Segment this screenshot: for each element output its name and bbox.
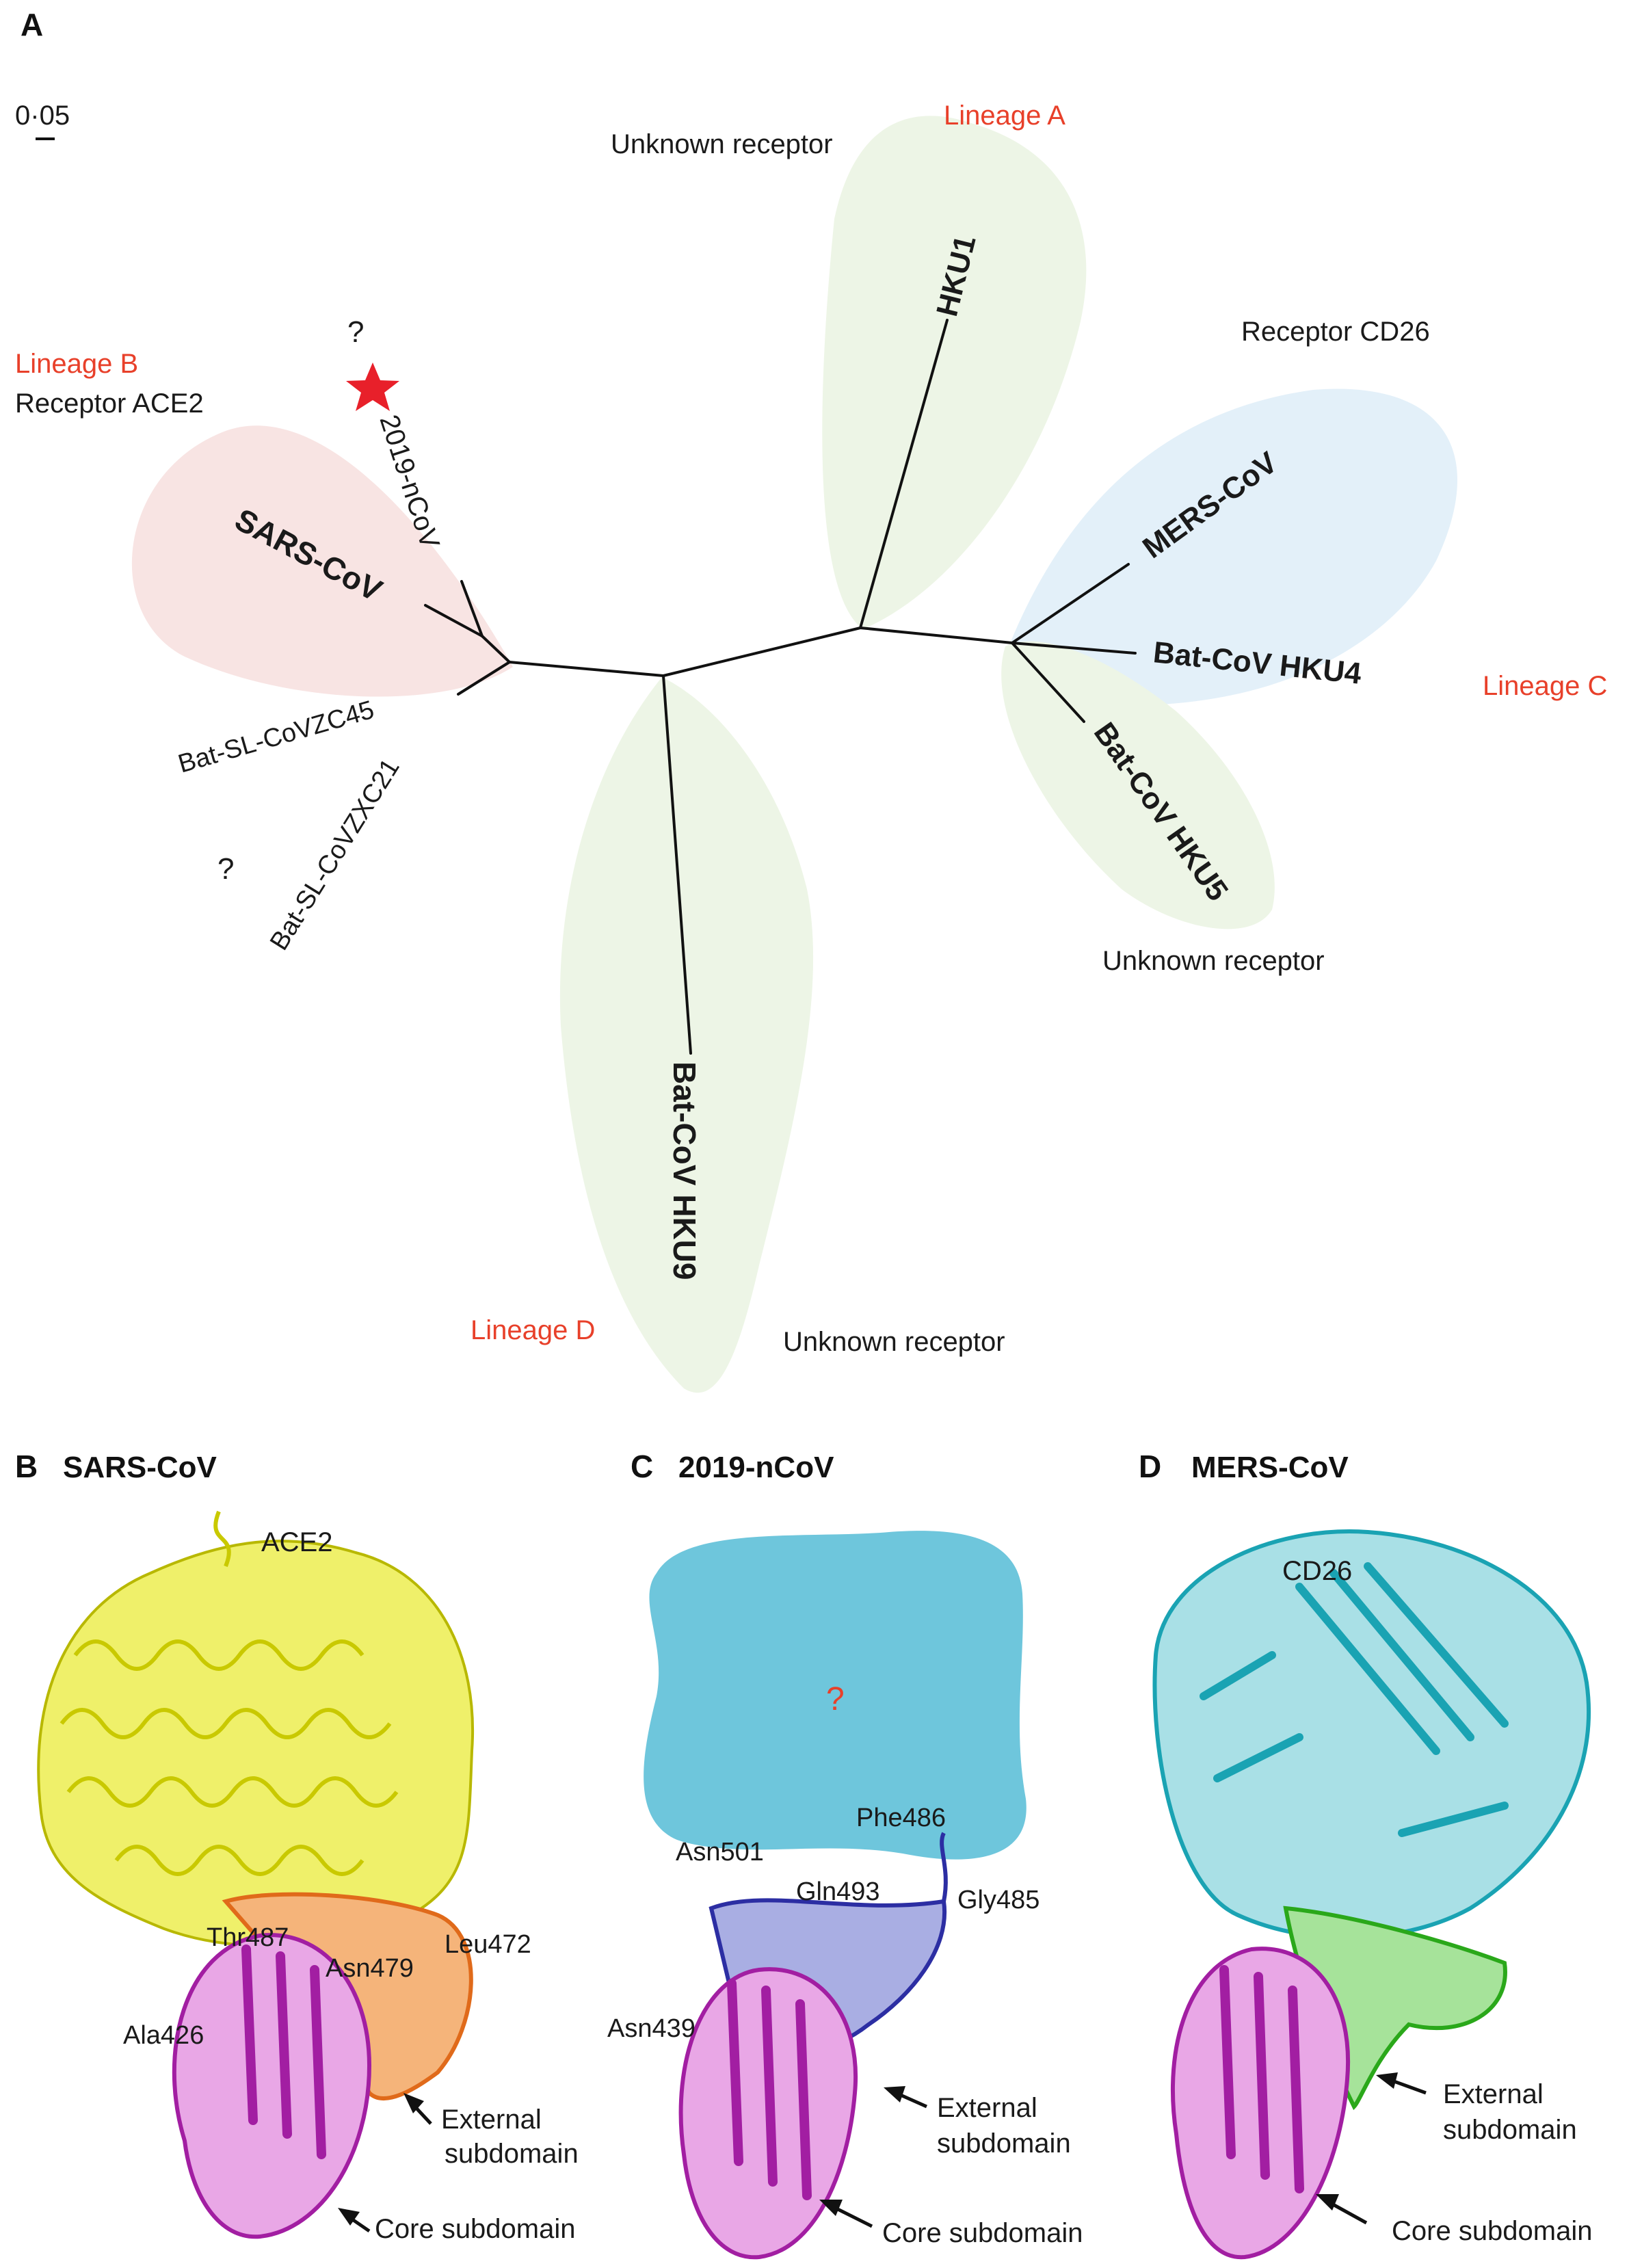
- ncov-rbd-structure: [678, 1832, 948, 2260]
- lineage-d-receptor: Unknown receptor: [783, 1327, 1005, 1357]
- lineage-c-region: [1010, 388, 1458, 706]
- lineage-a-label: Lineage A: [944, 101, 1065, 131]
- lineage-c-receptor: Receptor CD26: [1241, 317, 1430, 347]
- residue-asn501: Asn501: [676, 1838, 764, 1867]
- residue-gly485: Gly485: [957, 1886, 1039, 1914]
- star-icon: [346, 362, 399, 411]
- phylogenetic-tree: [424, 319, 1137, 1055]
- external-subdomain-label: External: [1443, 2079, 1544, 2109]
- sars-rbd-structure: [172, 1892, 473, 2239]
- residue-ala426: Ala426: [123, 2021, 204, 2050]
- external-subdomain-label: subdomain: [445, 2139, 579, 2169]
- panel-c-letter: C: [631, 1449, 653, 1484]
- residue-phe486: Phe486: [856, 1804, 946, 1832]
- ace2-label: ACE2: [261, 1527, 333, 1557]
- core-subdomain-label: Core subdomain: [375, 2214, 576, 2244]
- scale-bar-label: 0·05: [15, 101, 70, 131]
- panel-b-title: SARS-CoV: [63, 1451, 217, 1484]
- taxon-bat-sl-covzc45: Bat-SL-CoVZC45: [175, 696, 378, 779]
- panel-b-letter: B: [15, 1449, 38, 1484]
- panel-c-title: 2019-nCoV: [678, 1451, 834, 1484]
- external-subdomain-label: subdomain: [1443, 2115, 1577, 2145]
- residue-asn479: Asn479: [326, 1954, 414, 1983]
- taxon-bat-sl-covzxc21: Bat-SL-CoVZXC21: [265, 754, 406, 955]
- core-subdomain-label: Core subdomain: [882, 2218, 1083, 2248]
- core-subdomain-label: Core subdomain: [1392, 2216, 1593, 2246]
- residue-asn439: Asn439: [607, 2014, 696, 2043]
- panel-a-letter: A: [21, 7, 43, 42]
- lineage-a-region: [822, 116, 1087, 630]
- residue-gln493: Gln493: [796, 1877, 880, 1906]
- hku5-region: [1001, 641, 1275, 929]
- lineage-b-region: [131, 425, 513, 697]
- unknown-mark: ?: [347, 315, 364, 349]
- lineage-b-label: Lineage B: [15, 349, 138, 379]
- cd26-structure: [1152, 1529, 1591, 1940]
- external-subdomain-label: External: [937, 2093, 1037, 2123]
- panel-d-letter: D: [1139, 1449, 1161, 1484]
- arrowhead: [338, 2208, 360, 2226]
- panel-d-title: MERS-CoV: [1191, 1451, 1349, 1484]
- unknown-receptor-blob: [644, 1531, 1027, 1860]
- arrowhead: [819, 2200, 843, 2216]
- lineage-d-region: [559, 677, 814, 1393]
- arrowhead: [1316, 2194, 1339, 2211]
- external-subdomain-label: subdomain: [937, 2128, 1071, 2159]
- arrowhead: [403, 2093, 424, 2113]
- lineage-a-receptor: Unknown receptor: [611, 129, 833, 159]
- taxon-bat-cov-hku9: Bat-CoV HKU9: [667, 1062, 702, 1280]
- mers-rbd-structure: [1170, 1906, 1507, 2260]
- cd26-label: CD26: [1282, 1556, 1352, 1586]
- lineage-d-label: Lineage D: [471, 1315, 595, 1345]
- unknown-receptor-mark: ?: [826, 1681, 845, 1717]
- arrowhead: [1376, 2072, 1398, 2089]
- arrowhead: [884, 2086, 905, 2102]
- unknown-mark: ?: [217, 852, 234, 886]
- hku5-receptor: Unknown receptor: [1102, 946, 1325, 976]
- external-subdomain-label: External: [441, 2105, 542, 2135]
- ace2-structure: [37, 1510, 474, 1947]
- lineage-c-label: Lineage C: [1483, 671, 1607, 701]
- residue-thr487: Thr487: [207, 1923, 289, 1952]
- residue-leu472: Leu472: [445, 1930, 531, 1959]
- lineage-b-receptor: Receptor ACE2: [15, 388, 204, 419]
